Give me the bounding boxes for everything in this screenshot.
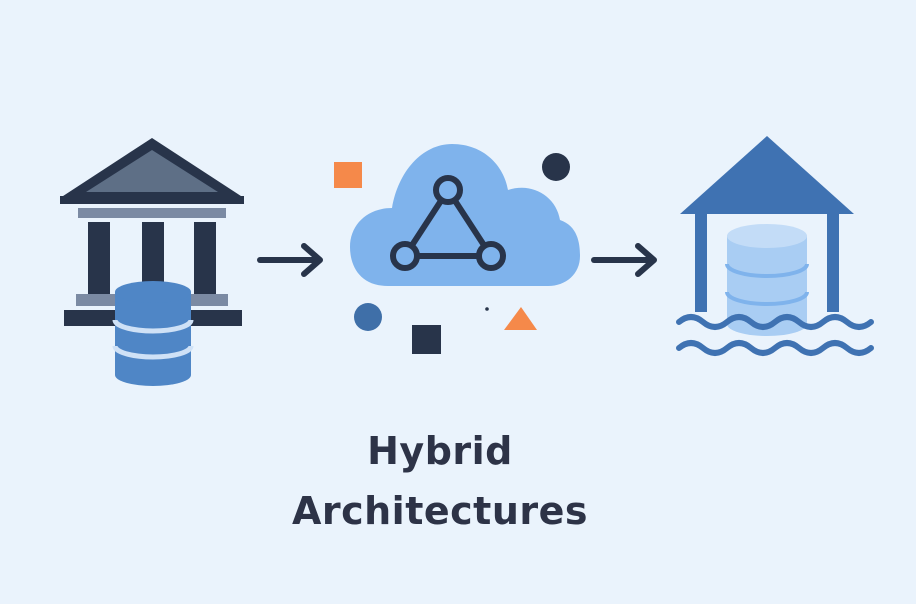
orange-triangle-icon bbox=[504, 307, 537, 330]
title-line-2: Architectures bbox=[291, 489, 589, 533]
arrow-icon bbox=[591, 243, 657, 277]
house-roof-icon bbox=[680, 136, 854, 312]
network-graph-icon bbox=[390, 175, 506, 271]
data-warehouse-node bbox=[60, 138, 244, 386]
cloud-node bbox=[350, 144, 580, 286]
dark-circle-icon bbox=[542, 153, 570, 181]
database-icon bbox=[725, 224, 809, 336]
database-icon bbox=[112, 281, 194, 386]
dark-square-icon bbox=[412, 325, 441, 354]
small-dot-icon bbox=[485, 307, 489, 311]
arrow-icon bbox=[257, 243, 323, 277]
data-lakehouse-node bbox=[676, 136, 874, 356]
bank-building-icon bbox=[60, 138, 244, 326]
title-line-1: Hybrid bbox=[367, 429, 513, 473]
blue-circle-icon bbox=[354, 303, 382, 331]
water-waves-icon bbox=[676, 314, 874, 356]
orange-square-icon bbox=[334, 162, 362, 188]
